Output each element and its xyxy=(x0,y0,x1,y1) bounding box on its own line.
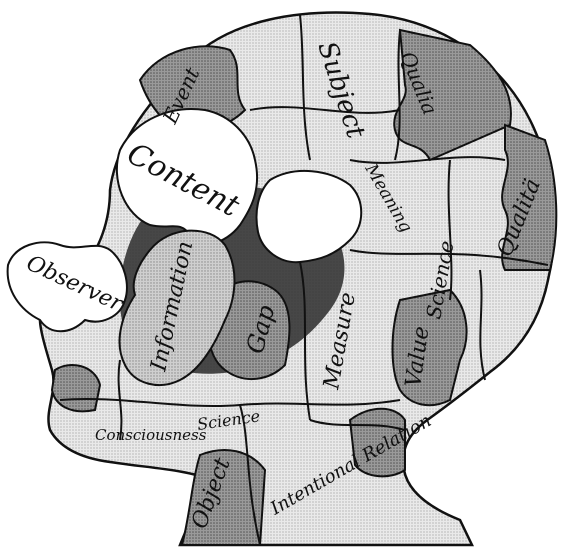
label-consciousness: Consciousness xyxy=(95,426,207,444)
bottom-left-dark-piece xyxy=(52,365,100,411)
